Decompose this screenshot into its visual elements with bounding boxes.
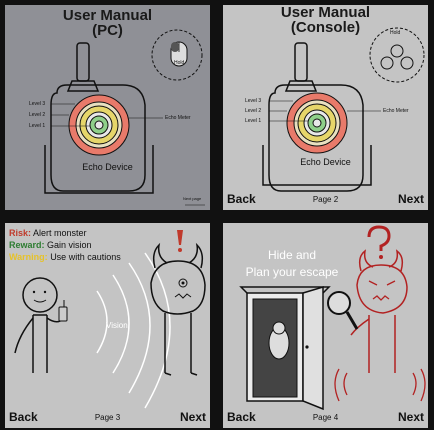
- echo-meter-label: Echo Meter: [383, 108, 409, 114]
- controller-buttons-icon: [380, 44, 414, 70]
- back-button[interactable]: Back: [227, 192, 256, 206]
- headline-line-1: Hide and: [267, 248, 317, 262]
- title-line-1: User Manual: [280, 5, 371, 21]
- warning-key: Warning:: [9, 252, 48, 262]
- panel-title: User Manual (PC): [5, 8, 210, 38]
- next-button[interactable]: Next: [397, 410, 424, 424]
- human-head: [22, 277, 58, 313]
- echo-device-illustration: [44, 29, 205, 206]
- walkie-talkie-icon: [58, 300, 68, 322]
- level-2-label: Level 2: [29, 112, 46, 118]
- page-indicator: Page 2: [312, 195, 339, 204]
- manual-pc-panel: User Manual (PC) Level 3 Level 2 Level 1…: [5, 5, 210, 210]
- echo-meter-label: Echo Meter: [165, 115, 191, 121]
- risk-reward-panel: Risk: Alert monster Reward: Gain vision …: [5, 223, 210, 428]
- headline: Hide and Plan your escape: [223, 247, 361, 281]
- level-3-label: Level 3: [245, 98, 262, 104]
- risk-key: Risk:: [9, 228, 32, 238]
- magnifying-glass-icon: [327, 291, 359, 330]
- manual-console-panel: User Manual (Console) Level 3 Level 2 Le…: [223, 5, 428, 210]
- exclamation-icon: [177, 230, 183, 252]
- warning-text: Use with cautions: [50, 252, 121, 262]
- hide-escape-panel: Hide and Plan your escape Back Page 4 Ne…: [223, 223, 428, 428]
- question-mark-icon: [367, 225, 391, 259]
- level-1-label: Level 1: [29, 123, 46, 129]
- vision-label: Vision: [106, 321, 128, 330]
- panel-title: User Manual (Console): [223, 5, 428, 35]
- hide-illustration: [239, 225, 426, 411]
- back-button[interactable]: Back: [9, 410, 38, 424]
- hold-label: Hold: [174, 60, 185, 66]
- back-button[interactable]: Back: [227, 410, 256, 424]
- page-indicator: Page 4: [312, 413, 339, 422]
- device-label: Echo Device: [82, 162, 133, 172]
- level-3-label: Level 3: [29, 101, 46, 107]
- page-indicator: Page 3: [94, 413, 121, 422]
- reward-text: Gain vision: [47, 240, 92, 250]
- level-1-label: Level 1: [245, 118, 262, 124]
- footer-note[interactable]: Next page: [183, 196, 202, 201]
- wardrobe: [239, 285, 331, 411]
- reward-key: Reward:: [9, 240, 45, 250]
- next-button[interactable]: Next: [397, 192, 424, 206]
- legend: Risk: Alert monster Reward: Gain vision …: [9, 227, 121, 263]
- risk-text: Alert monster: [33, 228, 87, 238]
- next-button[interactable]: Next: [179, 410, 206, 424]
- device-label: Echo Device: [300, 157, 351, 167]
- headline-line-2: Plan your escape: [245, 265, 339, 279]
- hold-label: Hold: [390, 30, 401, 36]
- vision-illustration: [14, 230, 206, 409]
- title-line-1: User Manual: [62, 7, 153, 24]
- red-monster: [334, 249, 426, 402]
- echo-device-illustration: [262, 27, 425, 192]
- title-line-2: (PC): [92, 22, 123, 39]
- level-2-label: Level 2: [245, 108, 262, 114]
- title-line-2: (Console): [290, 19, 361, 36]
